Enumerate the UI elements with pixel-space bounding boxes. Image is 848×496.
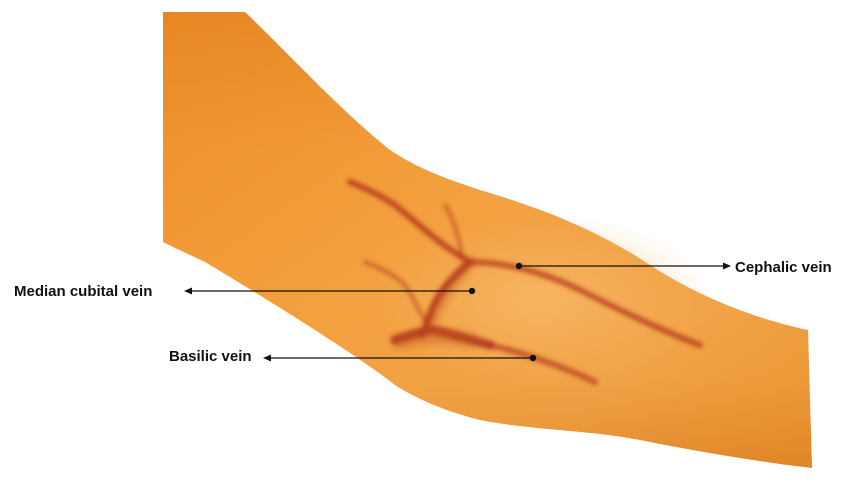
median-cubital-vein-arrowhead bbox=[184, 288, 192, 295]
basilic-vein-label: Basilic vein bbox=[169, 348, 252, 366]
basilic-vein-arrowhead bbox=[263, 355, 271, 362]
cephalic-vein-arrowhead bbox=[723, 263, 731, 270]
median-cubital-vein-label: Median cubital vein bbox=[14, 283, 152, 301]
cephalic-vein-label: Cephalic vein bbox=[735, 259, 832, 277]
